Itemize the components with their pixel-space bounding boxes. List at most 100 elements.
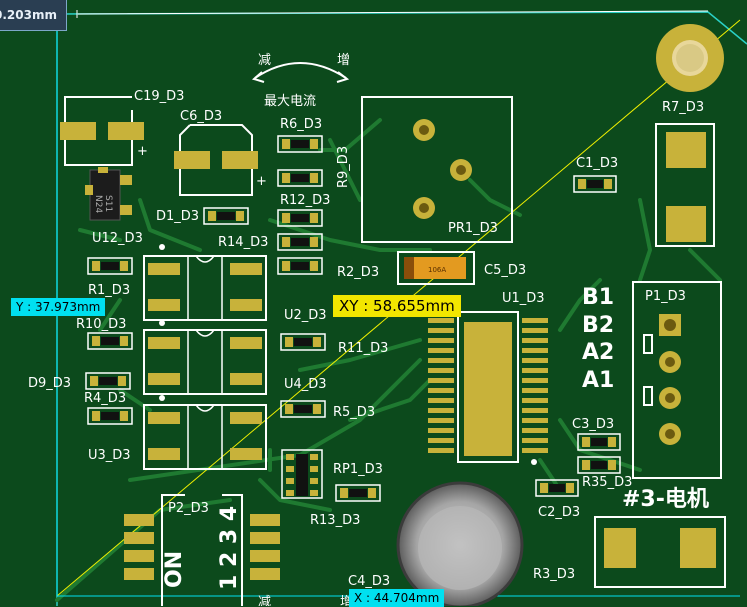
u1-pin-right: [522, 448, 548, 453]
component-u-chip-top[interactable]: [143, 244, 267, 321]
designator-u2: U2_D3: [284, 308, 327, 323]
component-r2[interactable]: R2_D3: [277, 257, 379, 280]
measure-y-readout: Y : 37.973mm: [11, 298, 106, 316]
component-r12[interactable]: R12_D3: [277, 193, 330, 227]
designator-c1: C1_D3: [576, 156, 618, 171]
component-r35[interactable]: R35_D3: [577, 456, 632, 490]
component-u3[interactable]: U3_D3: [88, 395, 267, 470]
u1-pin-right: [522, 388, 548, 393]
dip-on-label: ON: [162, 551, 187, 588]
component-r7-mount-hole[interactable]: R7_D3: [656, 24, 724, 115]
component-u1[interactable]: U1_D3: [428, 291, 548, 465]
designator-r35: R35_D3: [582, 475, 632, 490]
component-c6[interactable]: + C6_D3: [174, 109, 267, 196]
designator-r3: R3_D3: [533, 567, 575, 582]
max-current-label: 最大电流: [264, 94, 316, 109]
designator-u3: U3_D3: [88, 448, 131, 463]
designator-r12: R12_D3: [280, 193, 330, 208]
phase-label-b1: B1: [582, 285, 614, 310]
designator-r1: R1_D3: [88, 283, 130, 298]
u1-pin-right: [522, 428, 548, 433]
measure-xy-readout: XY : 58.655mm: [333, 295, 461, 317]
increase-label: 增: [337, 53, 350, 68]
designator-r6: R6_D3: [280, 117, 322, 132]
designator-r14: R14_D3: [218, 235, 268, 250]
component-pr1[interactable]: PR1_D3: [361, 96, 513, 243]
phase-labels: B1 B2 A2 A1: [582, 285, 614, 393]
svg-text:106A: 106A: [428, 266, 446, 274]
component-c4[interactable]: C4_D3 增: [340, 481, 524, 606]
component-u12[interactable]: N24 S11 U12_D3: [85, 167, 143, 246]
designator-c4: C4_D3: [348, 574, 390, 589]
component-c19[interactable]: + C19_D3: [60, 89, 184, 166]
measure-distance-readout: 0.203mm: [0, 0, 67, 31]
component-r9[interactable]: R9_D3: [277, 146, 351, 188]
svg-text:+: +: [256, 174, 267, 189]
arc-arrow-right: [336, 71, 350, 83]
component-r7-body[interactable]: [655, 123, 715, 247]
component-r4[interactable]: R4_D3: [84, 391, 133, 425]
component-c3[interactable]: C3_D3: [572, 417, 621, 451]
measure-x-readout: X : 44.704mm: [349, 589, 445, 607]
u1-pin-right: [522, 358, 548, 363]
component-r3[interactable]: R3_D3: [533, 516, 726, 588]
designator-r10: R10_D3: [76, 317, 126, 332]
u1-pin-left: [428, 398, 454, 403]
board-edge-top-white: [77, 10, 709, 15]
designator-r9: R9_D3: [336, 146, 351, 188]
component-r5[interactable]: U4_D3 R5_D3: [280, 377, 375, 420]
u1-pin-left: [428, 418, 454, 423]
phase-label-b2: B2: [582, 313, 614, 338]
u1-pin-left: [428, 408, 454, 413]
u1-pin-right: [522, 318, 548, 323]
component-r14[interactable]: R14_D3: [218, 233, 323, 251]
u1-pin-left: [428, 318, 454, 323]
svg-text:S11: S11: [103, 195, 113, 212]
motor-label: #3-电机: [622, 487, 709, 512]
component-r10[interactable]: R10_D3: [76, 317, 133, 350]
arc-arrow-left: [251, 71, 265, 83]
component-rp1[interactable]: RP1_D3: [281, 449, 383, 499]
designator-p1: P1_D3: [645, 289, 686, 304]
designator-r13: R13_D3: [310, 513, 360, 528]
phase-label-a2: A2: [582, 340, 614, 365]
u1-pin-left: [428, 328, 454, 333]
designator-r7: R7_D3: [662, 100, 704, 115]
component-u2-resistor[interactable]: U2_D3 R11_D3: [280, 308, 388, 356]
component-r6[interactable]: R6_D3: [277, 117, 323, 153]
component-d9[interactable]: D9_D3: [28, 372, 131, 391]
dip-corner-fragment: 减: [258, 595, 271, 606]
decrease-label: 减: [258, 53, 271, 68]
current-arc: [254, 62, 347, 79]
u1-pin-right: [522, 408, 548, 413]
u1-pin-rows: [428, 318, 548, 453]
phase-label-a1: A1: [582, 368, 614, 393]
designator-d9: D9_D3: [28, 376, 71, 391]
component-d1[interactable]: D1_D3: [156, 207, 249, 225]
designator-d1: D1_D3: [156, 209, 199, 224]
component-c1[interactable]: C1_D3: [573, 156, 618, 193]
u1-pin-left: [428, 338, 454, 343]
component-u-chip-mid[interactable]: [143, 320, 267, 395]
u1-pin-right: [522, 328, 548, 333]
designator-c2: C2_D3: [538, 505, 580, 520]
dip-digits-label: 1 2 3 4: [217, 506, 242, 590]
u1-pin-right: [522, 348, 548, 353]
u1-pin-left: [428, 348, 454, 353]
component-p1-connector[interactable]: P1_D3: [632, 281, 722, 479]
component-c5[interactable]: 106A C5_D3: [397, 251, 526, 285]
component-p2-dip-switch[interactable]: P2_D3 ON 1 2 3 4 减: [124, 494, 280, 606]
designator-c19: C19_D3: [134, 89, 184, 104]
designator-u1: U1_D3: [502, 291, 545, 306]
u1-pin-left: [428, 378, 454, 383]
component-c2[interactable]: C2_D3: [535, 479, 580, 520]
component-r1[interactable]: R1_D3: [87, 257, 133, 298]
designator-p2: P2_D3: [168, 501, 209, 516]
u1-pin-right: [522, 368, 548, 373]
designator-r2: R2_D3: [337, 265, 379, 280]
designator-c3: C3_D3: [572, 417, 614, 432]
component-r13[interactable]: R13_D3: [310, 484, 381, 528]
u1-pin-left: [428, 368, 454, 373]
u1-pin-right: [522, 438, 548, 443]
